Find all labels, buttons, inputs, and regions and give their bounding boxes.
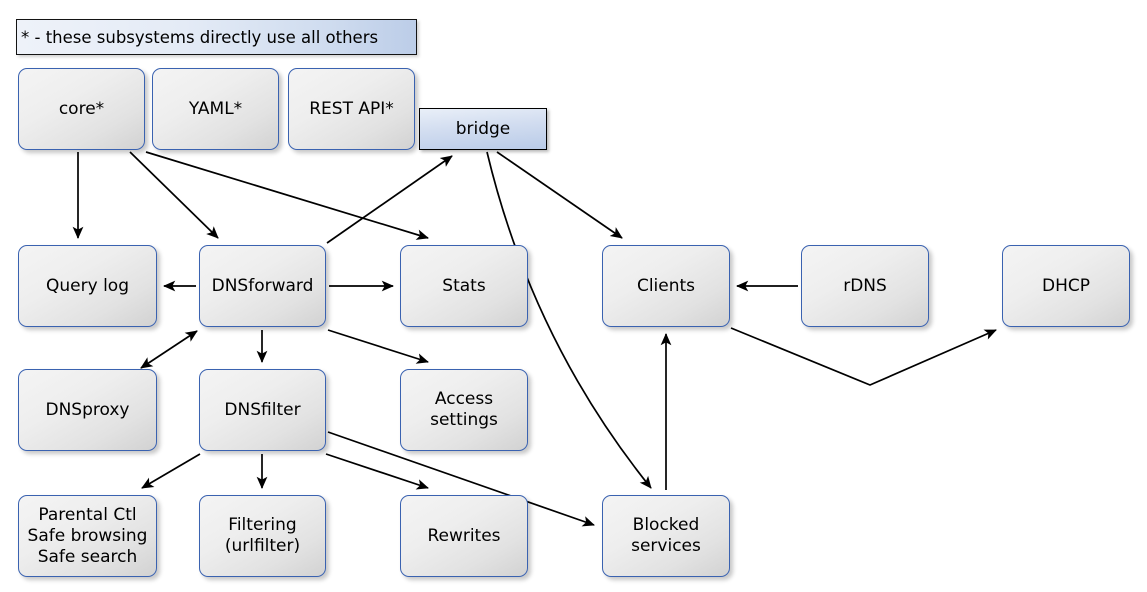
node-label-filtering: Filtering (urlfilter): [224, 515, 301, 556]
node-label-core: core*: [58, 98, 105, 119]
legend-note: * - these subsystems directly use all ot…: [16, 19, 417, 55]
edge-clients-dhcp: [730, 327, 997, 386]
node-bridge[interactable]: bridge: [419, 108, 547, 150]
edge-dnsfilter-rewrites: [325, 453, 429, 490]
node-yaml[interactable]: YAML*: [152, 68, 279, 150]
node-dhcp[interactable]: DHCP: [1002, 245, 1130, 327]
node-label-yaml: YAML*: [188, 98, 243, 119]
edge-dnsproxy-dnsforward: [140, 330, 198, 369]
node-dnsfilter[interactable]: DNSfilter: [199, 369, 326, 451]
node-label-restapi: REST API*: [309, 98, 394, 119]
node-parental[interactable]: Parental Ctl Safe browsing Safe search: [18, 495, 157, 577]
node-rewrites[interactable]: Rewrites: [400, 495, 528, 577]
edge-dnsfilter-parental: [141, 453, 201, 489]
node-restapi[interactable]: REST API*: [288, 68, 415, 150]
edge-dnsforward-access: [327, 329, 429, 364]
node-label-access: Access settings: [430, 389, 498, 430]
node-label-rdns: rDNS: [843, 275, 887, 296]
node-core[interactable]: core*: [18, 68, 145, 150]
node-label-rewrites: Rewrites: [427, 525, 501, 546]
edge-core-dnsforward: [129, 151, 219, 239]
node-rdns[interactable]: rDNS: [801, 245, 929, 327]
edge-bridge-clients: [496, 151, 623, 239]
node-dnsproxy[interactable]: DNSproxy: [18, 369, 157, 451]
node-label-bridge: bridge: [455, 118, 511, 139]
node-stats[interactable]: Stats: [400, 245, 528, 327]
node-dnsforward[interactable]: DNSforward: [199, 245, 326, 327]
legend-text: * - these subsystems directly use all ot…: [21, 27, 379, 47]
node-label-stats: Stats: [442, 275, 486, 296]
node-filtering[interactable]: Filtering (urlfilter): [199, 495, 326, 577]
node-label-dnsproxy: DNSproxy: [45, 399, 130, 420]
node-clients[interactable]: Clients: [602, 245, 730, 327]
node-label-dnsfilter: DNSfilter: [224, 399, 301, 420]
node-label-blocked: Blocked services: [631, 515, 701, 556]
node-label-clients: Clients: [636, 275, 696, 296]
node-access[interactable]: Access settings: [400, 369, 528, 451]
edge-core-stats: [145, 151, 429, 240]
node-label-querylog: Query log: [46, 275, 129, 296]
node-label-dhcp: DHCP: [1042, 275, 1090, 296]
node-label-parental: Parental Ctl Safe browsing Safe search: [27, 504, 148, 567]
node-label-dnsforward: DNSforward: [211, 275, 314, 296]
edge-dnsforward-bridge: [326, 155, 453, 244]
node-querylog[interactable]: Query log: [18, 245, 157, 327]
node-blocked[interactable]: Blocked services: [602, 495, 730, 577]
